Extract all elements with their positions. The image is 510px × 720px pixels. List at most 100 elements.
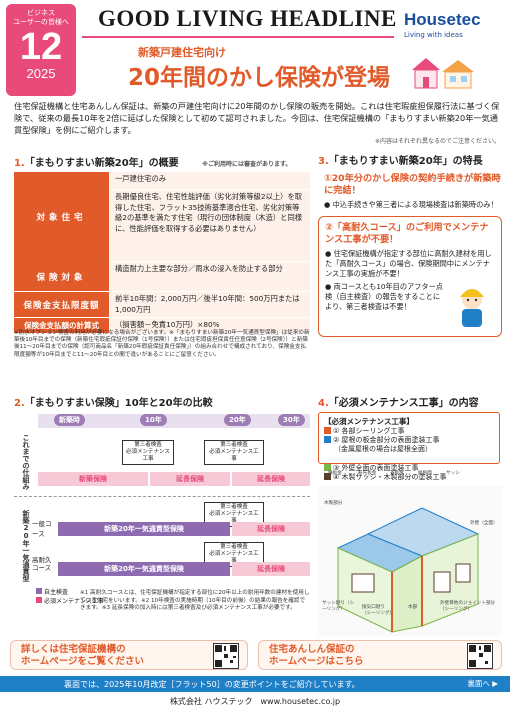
cell-line: 構造耐力上主要な部分／雨水の浸入を防止する部分 xyxy=(115,264,283,273)
high-bar-20: 新築20年一気通貫型保険 xyxy=(58,562,230,576)
legend-self-check: 自主検査 xyxy=(44,589,69,596)
housetec-logo[interactable]: Housetec Living with ideas xyxy=(404,10,504,54)
back-page-text: 裏面では、2025年10月改定［フラット50］の変更ポイントをご紹介しています。 xyxy=(64,680,360,689)
swatch-icon xyxy=(324,464,331,471)
maintenance-item: ③ 外壁全面の表面塗装工事 xyxy=(324,464,502,473)
row-cell: （損害額－免責10万円）×80% xyxy=(110,318,310,333)
row-header-formula: 保険金支払額の計算式 xyxy=(14,318,110,333)
feature-2-bullet-1: 住宅保証機構が指定する部位に高耐久建材を用した「高耐久コース」の場合、保険期間中… xyxy=(325,249,495,279)
feature-2-bullet-2: 両コースとも10年目のアフター点検（自主検査）の報告をすることにより、第三者検査… xyxy=(325,282,445,331)
general-course-label: 一般コース xyxy=(32,520,52,538)
diagram-label: 外壁（全面） xyxy=(470,521,498,526)
logo-tagline: Living with ideas xyxy=(404,31,463,39)
table-row: 保険金支払限度額 前半10年間：2,000万円／後半10年間：500万円または1… xyxy=(14,292,310,318)
maintenance-item-label: ④ 木製サッシ・木製部分の塗装工事 xyxy=(333,473,447,482)
row-cell: 一戸建住宅のみ xyxy=(110,172,310,189)
feature-1: ①20年分のかし保険の契約手続きが新築時に完結！ 中込手続きや第三者による現場検… xyxy=(318,173,502,210)
axis-label-start: 新築時 xyxy=(54,414,85,426)
diagram-label: 木製部分 xyxy=(324,501,343,506)
anshin-link-box[interactable]: 住宅あんしん保証の ホームページはこちら xyxy=(258,640,502,670)
feature-2-title: ②「高耐久コース」のご利用でメンテナンス工事が不要！ xyxy=(325,222,489,245)
section3-title: 「まもりすまい新築20年」の特長 xyxy=(328,156,483,167)
axis-label-10y: 10年 xyxy=(140,414,167,426)
qr-code-icon[interactable] xyxy=(213,643,239,669)
section1-title: 「まもりすまい新築20年」の概要 xyxy=(24,158,179,169)
axis-label-20y: 20年 xyxy=(224,414,251,426)
diagram-label: 屋根面 xyxy=(418,471,432,476)
maintenance-item-label: ③ 外壁全面の表面塗装工事 xyxy=(333,464,419,472)
general-bar-20: 新築20年一気通貫型保険 xyxy=(58,522,230,536)
maintenance-item: （金属屋根の場合は屋根全面） xyxy=(324,445,494,454)
hardhat-worker-icon xyxy=(460,289,484,327)
lead-paragraph: 住宅保証機構と住宅あんしん保証は、新築の戸建住宅向けに20年間のかし保険の販売を… xyxy=(14,100,500,148)
section2-footnote: ※1 高耐久コースとは、住宅保証機構が指定する部位に20年以上の耐用年数の建材を… xyxy=(80,590,310,611)
section1-note: ※ご利用時には審査があります。 xyxy=(202,161,292,168)
conventional-label: これまでの仕組み xyxy=(22,434,30,490)
logo-word: Housetec xyxy=(404,10,481,29)
feature-2-box: ②「高耐久コース」のご利用でメンテナンス工事が不要！ 住宅保証機構が指定する部位… xyxy=(318,216,502,337)
kikou-link-box[interactable]: 詳しくは住宅保証機構の ホームページをご覧ください xyxy=(10,640,248,670)
qr-code-icon[interactable] xyxy=(467,643,493,669)
badge-year: 2025 xyxy=(26,66,56,81)
section1-number: 1. xyxy=(14,158,25,169)
conv-check-10y: 第三者検査 必須メンテナンス工事 xyxy=(122,440,174,465)
section1-footnote: ※防水オプション検査の利用が必要になる場合がございます。※「まもりすまい新築20… xyxy=(14,330,310,358)
company-footer: 株式会社 ハウステック www.housetec.co.jp xyxy=(169,697,341,706)
features-column: 3.「まもりすまい新築20年」の特長 ①20年分のかし保険の契約手続きが新築時に… xyxy=(318,152,502,337)
section2-heading: 2.「まもりすまい保険」10年と20年の比較 xyxy=(14,394,213,409)
overview-table: 対象住宅 一戸建住宅のみ 長期優良住宅、住宅性能評価（劣化対策等級2以上）を取得… xyxy=(14,172,310,334)
row-cell: 長期優良住宅、住宅性能評価（劣化対策等級2以上）を取得した住宅、フラット35技術… xyxy=(110,190,310,261)
table-row: 長期優良住宅、住宅性能評価（劣化対策等級2以上）を取得した住宅、フラット35技術… xyxy=(14,190,310,262)
row-cell: 前半10年間：2,000万円／後半10年間：500万円または1,000万円 xyxy=(110,292,310,317)
high-bar-ext: 延長保険 xyxy=(232,562,310,576)
new-type-label: 新築20年一気通貫型 xyxy=(22,510,30,582)
row-header-coverage: 保険対象 xyxy=(14,262,110,291)
maintenance-item: ① 各部シーリング工事 xyxy=(324,427,494,436)
timeline-legend: 自主検査 必須メンテナンス工事 xyxy=(36,588,104,606)
lead-note: ※内容はそれぞれ異なるのでご注意ください。 xyxy=(374,138,500,145)
section4-heading: 4.「必須メンテナンス工事」の内容 xyxy=(318,394,479,409)
timeline-divider xyxy=(14,496,310,497)
house-illustration-icon xyxy=(412,58,474,89)
maintenance-item: ② 屋根の板金部分の表面塗装工事 xyxy=(324,436,494,445)
hero-title: 20年間のかし保険が登場 xyxy=(128,65,391,91)
section4-number: 4. xyxy=(318,398,329,409)
badge-number: 12 xyxy=(19,26,63,68)
section1-heading: 1.「まもりすまい新築20年」の概要 ※ご利用時には審査があります。 xyxy=(14,154,291,169)
conv-bar-new: 新築保険 xyxy=(38,472,148,486)
maintenance-item-label: ① 各部シーリング工事 xyxy=(333,427,405,435)
section3-heading: 3.「まもりすまい新築20年」の特長 xyxy=(318,152,502,167)
diagram-label: 換気口廻り（シーリング） xyxy=(362,605,395,616)
row-header-limit: 保険金支払限度額 xyxy=(14,292,110,317)
cell-line: 長期優良住宅、住宅性能評価（劣化対策等級2以上）を取得した住宅、フラット35技術… xyxy=(115,192,303,233)
diagram-label: 棟板金 xyxy=(328,471,342,476)
table-row: 対象住宅 一戸建住宅のみ xyxy=(14,172,310,262)
diagram-label: 軒先板金 xyxy=(358,471,377,476)
qr-pattern xyxy=(469,645,491,667)
cell-line: 前半10年間：2,000万円／後半10年間：500万円または1,000万円 xyxy=(115,294,300,314)
lead-text: 住宅保証機構と住宅あんしん保証は、新築の戸建住宅向けに20年間のかし保険の販売を… xyxy=(14,101,500,135)
back-page-banner[interactable]: 裏面では、2025年10月改定［フラット50］の変更ポイントをご紹介しています。… xyxy=(0,676,510,692)
conv-bar-ext-2: 延長保険 xyxy=(232,472,310,486)
cell-line: 一戸建住宅のみ xyxy=(115,174,167,183)
badge-category: ビジネス ユーザーの皆様へ xyxy=(13,9,69,26)
qr-pattern xyxy=(215,645,237,667)
swatch-icon xyxy=(324,473,331,481)
feature-1-title: ①20年分のかし保険の契約手続きが新築時に完結！ xyxy=(324,173,501,196)
row-header-target: 対象住宅 xyxy=(14,172,110,262)
diagram-label: 外壁目地のジョイント部分（シーリング） xyxy=(440,601,496,612)
section4-title: 「必須メンテナンス工事」の内容 xyxy=(328,398,479,409)
maintenance-box-title: 【必須メンテナンス工事】 xyxy=(324,417,414,426)
swatch-icon xyxy=(324,427,331,434)
high-course-label: 高耐久コース xyxy=(32,556,52,572)
kikou-link-text: 詳しくは住宅保証機構の ホームページをご覧ください xyxy=(21,644,145,667)
axis-label-30y: 30年 xyxy=(278,414,305,426)
maintenance-item-label: （金属屋根の場合は屋根全面） xyxy=(334,445,432,454)
maintenance-box: 【必須メンテナンス工事】 ① 各部シーリング工事 ② 屋根の板金部分の表面塗装工… xyxy=(318,412,500,464)
issue-badge: ビジネス ユーザーの皆様へ 12 2025 xyxy=(6,4,76,96)
hero-subtitle: 新築戸建住宅向け xyxy=(138,46,226,59)
table-row: 保険金支払額の計算式 （損害額－免責10万円）×80% xyxy=(14,318,310,334)
anshin-link-text: 住宅あんしん保証の ホームページはこちら xyxy=(269,644,364,667)
diagram-label: 谷板金 xyxy=(390,471,404,476)
